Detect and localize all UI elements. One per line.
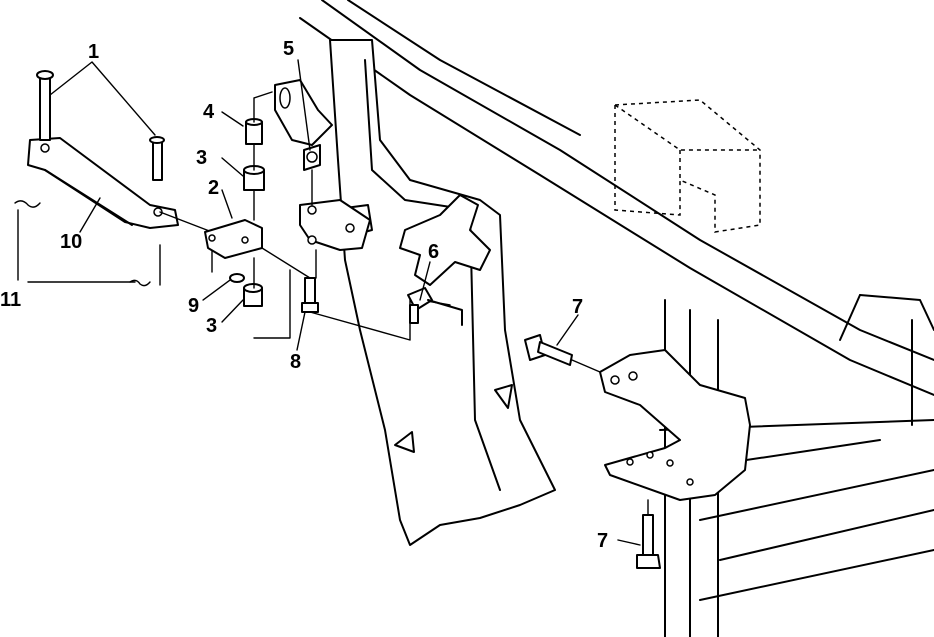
callout-7-lower: 7 (597, 530, 608, 552)
tie-rod-assembly (14, 70, 213, 287)
callout-10: 10 (60, 231, 82, 253)
pivot-bracket-assembly (204, 91, 451, 341)
callout-3-upper: 3 (196, 147, 207, 169)
vehicle-frame (299, 0, 934, 637)
callout-6: 6 (428, 241, 439, 263)
mount-bracket-assembly (524, 334, 751, 569)
callout-8: 8 (290, 351, 301, 373)
callout-11: 11 (0, 289, 21, 311)
callout-2: 2 (208, 177, 219, 199)
callout-labels: 1 2 3 3 4 5 6 7 7 8 9 10 11 (0, 38, 608, 552)
callout-1: 1 (88, 41, 99, 63)
leader-lines (49, 59, 641, 546)
callout-9: 9 (188, 295, 199, 317)
callout-7-upper: 7 (572, 296, 583, 318)
callout-3-lower: 3 (206, 315, 217, 337)
callout-5: 5 (283, 38, 294, 60)
link-arm-assembly (274, 79, 463, 326)
callout-4: 4 (203, 101, 215, 123)
